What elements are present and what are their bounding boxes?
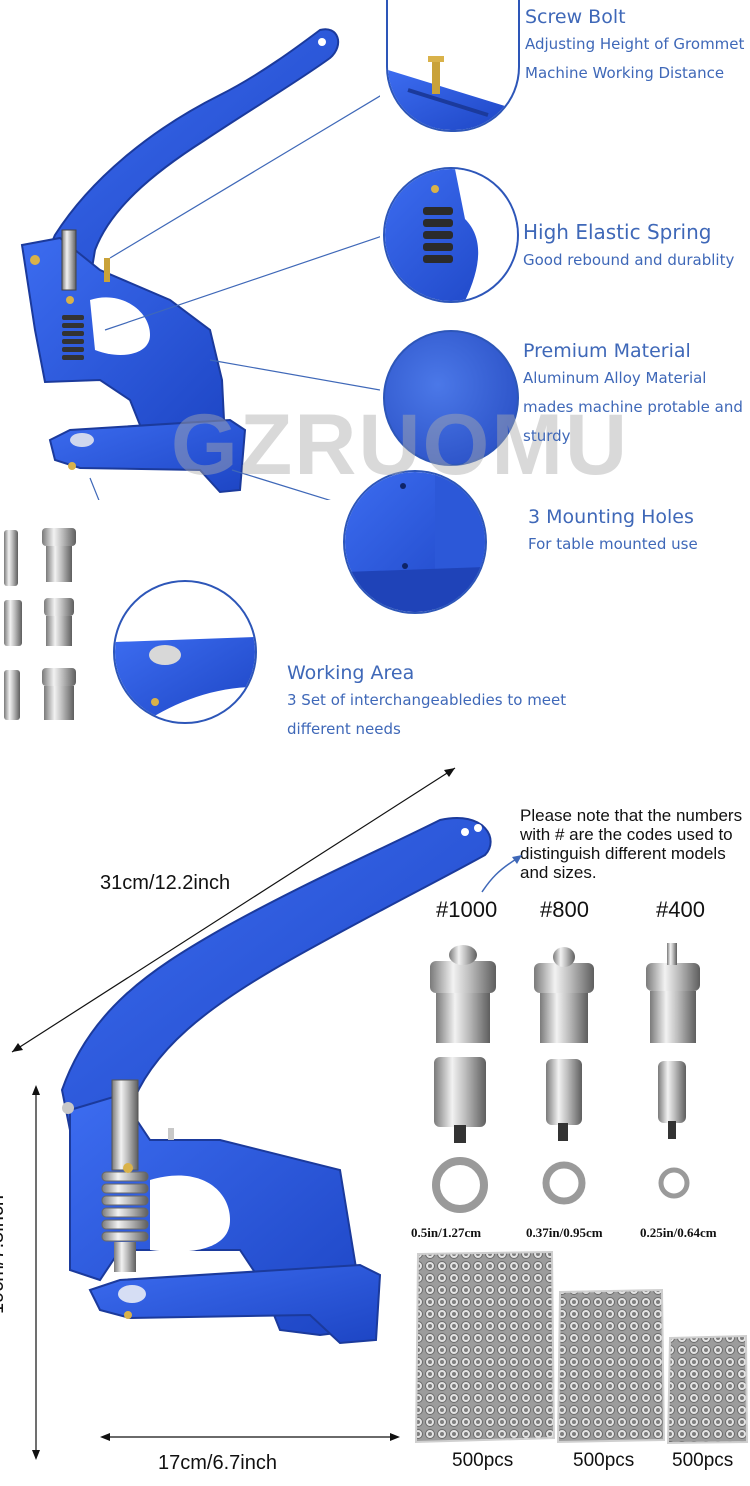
quantity-label: 500pcs bbox=[573, 1450, 635, 1471]
feature-desc-line: different needs bbox=[287, 720, 401, 738]
width-dimension-arrow bbox=[100, 1433, 400, 1441]
die-set-illustration bbox=[430, 943, 700, 1213]
quantity-label: 500pcs bbox=[672, 1450, 734, 1471]
material-closeup-icon bbox=[383, 330, 519, 466]
mounting-holes-closeup-icon bbox=[343, 470, 487, 614]
feature-title: High Elastic Spring bbox=[523, 220, 712, 244]
grommet-size: 0.37in/0.95cm bbox=[526, 1225, 603, 1240]
height-dimension-label: 19cm/7.5inch bbox=[0, 1195, 8, 1314]
screw-bolt-closeup-icon bbox=[386, 0, 520, 132]
diagonal-dimension-arrow bbox=[11, 767, 456, 1053]
feature-spring: High Elastic Spring Good rebound and dur… bbox=[523, 220, 734, 275]
note-pointer-arrow bbox=[481, 855, 522, 893]
model-code: #400 bbox=[656, 897, 705, 922]
feature-desc-line: Machine Working Distance bbox=[525, 64, 725, 82]
width-dimension-label: 17cm/6.7inch bbox=[158, 1452, 277, 1474]
diagonal-dimension-label: 31cm/12.2inch bbox=[100, 872, 231, 894]
feature-material: Premium Material Aluminum Alloy Material… bbox=[523, 340, 743, 451]
watermark: GZRUOMU bbox=[170, 397, 630, 493]
feature-screw-bolt: Screw Bolt Adjusting Height of Grommet M… bbox=[525, 6, 744, 88]
feature-desc-line: mades machine protable and bbox=[523, 398, 743, 416]
feature-desc-line: Adjusting Height of Grommet bbox=[525, 35, 745, 53]
height-dimension-arrow bbox=[32, 1085, 40, 1460]
feature-desc-line: For table mounted use bbox=[528, 535, 698, 553]
feature-working-area: Working Area 3 Set of interchangeabledie… bbox=[287, 662, 566, 744]
feature-title: 3 Mounting Holes bbox=[528, 506, 694, 528]
grommet-size: 0.25in/0.64cm bbox=[640, 1225, 717, 1240]
model-code-note: Please note that the numbers with # are … bbox=[520, 806, 743, 882]
model-code: #800 bbox=[540, 897, 589, 922]
model-code: #1000 bbox=[436, 897, 498, 922]
feature-title: Premium Material bbox=[523, 340, 691, 362]
feature-desc-line: Aluminum Alloy Material bbox=[523, 369, 707, 387]
machine-illustration-bottom bbox=[60, 817, 492, 1345]
machine-illustration-top bbox=[20, 28, 380, 500]
feature-desc-line: 3 Set of interchangeabledies to meet bbox=[287, 691, 567, 709]
feature-desc-line: sturdy bbox=[523, 427, 571, 445]
feature-desc-line: Good rebound and durablity bbox=[523, 251, 735, 269]
grommet-size: 0.5in/1.27cm bbox=[411, 1225, 482, 1240]
working-area-closeup-icon bbox=[113, 580, 257, 724]
feature-title: Screw Bolt bbox=[525, 6, 626, 28]
die-sets-illustration bbox=[4, 528, 76, 720]
feature-mounting-holes: 3 Mounting Holes For table mounted use bbox=[528, 506, 698, 559]
quantity-label: 500pcs bbox=[452, 1450, 514, 1471]
spring-closeup-icon bbox=[383, 167, 519, 303]
grommet-bags-illustration bbox=[414, 1250, 749, 1445]
feature-title: Working Area bbox=[287, 662, 415, 684]
